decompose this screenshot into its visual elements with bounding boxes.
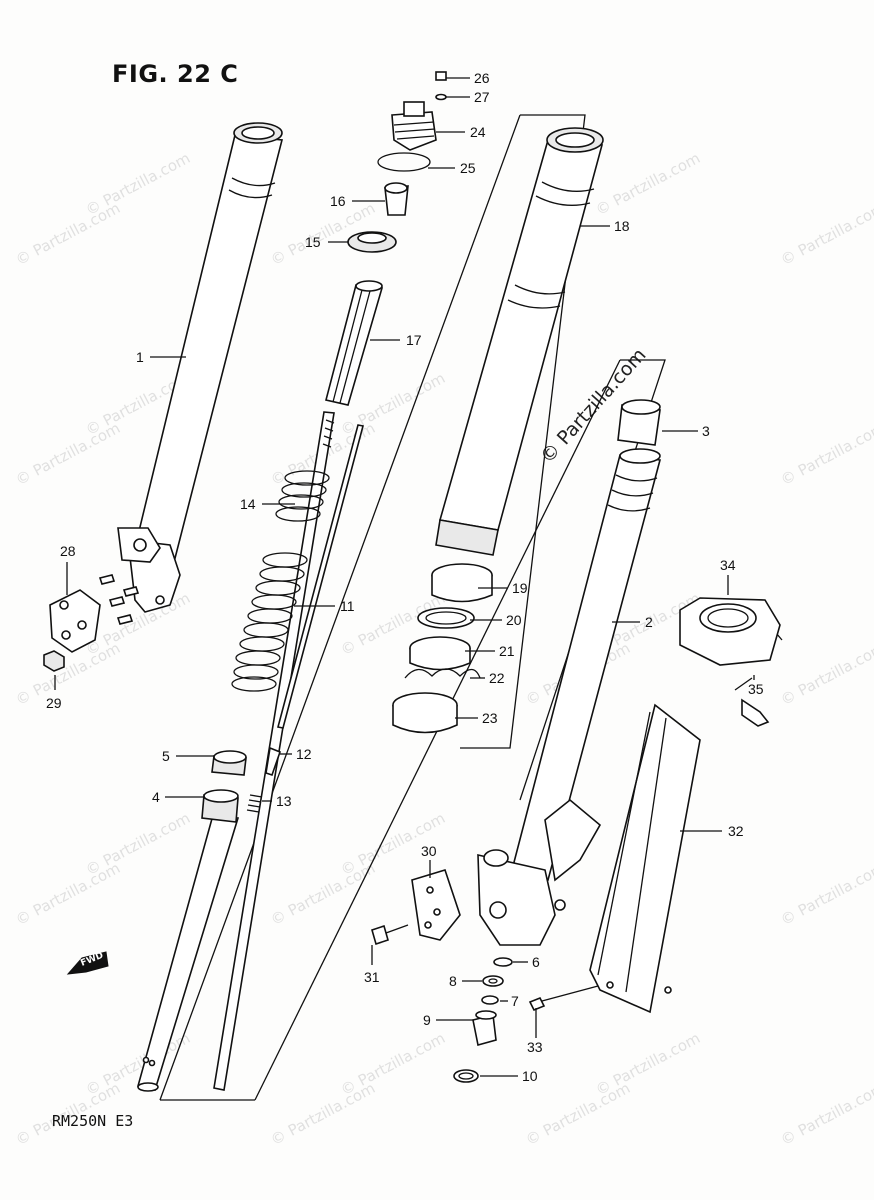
seal-rings (392, 563, 493, 734)
callout-4: 4 (152, 789, 160, 805)
callout-32: 32 (728, 823, 744, 839)
fork-clamp (679, 597, 781, 727)
leader-lines (54, 77, 755, 1077)
axle-bolts-left (98, 574, 140, 625)
figure-title: FIG. 22 C (112, 60, 239, 88)
callout-22: 22 (489, 670, 505, 686)
callout-2: 2 (645, 614, 653, 630)
callout-30: 30 (421, 843, 437, 859)
callout-20: 20 (506, 612, 522, 628)
callout-11: 11 (340, 598, 355, 614)
callout-12: 12 (296, 746, 312, 762)
bushing (617, 399, 661, 446)
callout-9: 9 (423, 1012, 431, 1028)
callout-3: 3 (702, 423, 710, 439)
small-pin-and-spring (246, 746, 282, 813)
callout-16: 16 (330, 193, 346, 209)
callout-25: 25 (460, 160, 476, 176)
callout-18: 18 (614, 218, 630, 234)
callout-5: 5 (162, 748, 170, 764)
callout-15: 15 (305, 234, 321, 250)
callout-33: 33 (527, 1039, 543, 1055)
fwd-arrow-icon: FWD (66, 951, 109, 975)
thin-rod (277, 424, 364, 729)
axle-bracket-right (477, 798, 602, 946)
cap-bolt-assembly (347, 71, 447, 253)
spacer-tube (325, 280, 384, 406)
callout-1: 1 (136, 349, 144, 365)
callout-24: 24 (470, 124, 486, 140)
callout-8: 8 (449, 973, 457, 989)
callout-6: 6 (532, 954, 540, 970)
callout-19: 19 (512, 580, 528, 596)
callout-13: 13 (276, 793, 292, 809)
axle-holder-left (43, 589, 101, 672)
callout-17: 17 (406, 332, 422, 348)
seal-collar (201, 750, 247, 823)
callout-21: 21 (499, 643, 515, 659)
axle-holder-right (371, 869, 461, 946)
callout-29: 29 (46, 695, 62, 711)
callout-23: 23 (482, 710, 498, 726)
callout-7: 7 (511, 993, 519, 1009)
spring-coils (231, 470, 330, 692)
part-number-callouts: 1 2 3 4 5 6 7 8 9 10 11 12 13 14 15 16 1… (46, 70, 764, 1084)
callout-34: 34 (720, 557, 736, 573)
drain-hardware (453, 957, 513, 1083)
callout-31: 31 (364, 969, 380, 985)
callout-27: 27 (474, 89, 490, 105)
callout-35: 35 (748, 681, 764, 697)
outer-tube-right (435, 127, 604, 556)
callout-14: 14 (240, 496, 256, 512)
callout-26: 26 (474, 70, 490, 86)
outer-tube-left (98, 122, 284, 625)
fork-guard (528, 703, 701, 1014)
model-code: RM250N E3 (52, 1112, 134, 1130)
callout-10: 10 (522, 1068, 538, 1084)
callout-28: 28 (60, 543, 76, 559)
